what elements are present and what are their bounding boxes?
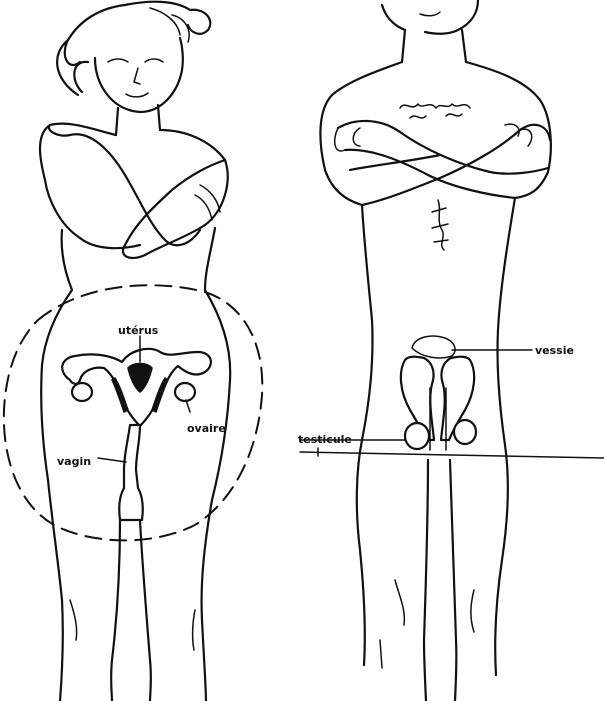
testicle-left: [405, 423, 429, 449]
male-figure: vessie testicule: [298, 0, 604, 701]
male-chin: [382, 0, 478, 34]
male-torso-right: [495, 198, 515, 675]
label-ovary: ovaire: [187, 422, 226, 435]
female-right-eye: [145, 59, 163, 62]
ovary-right: [175, 383, 195, 401]
label-vagina: vagin: [57, 455, 91, 468]
female-mouth: [126, 93, 148, 97]
female-hair-curl: [150, 8, 189, 42]
male-chest-hair: [400, 104, 470, 118]
male-torso-left: [357, 205, 373, 665]
label-bladder: vessie: [535, 344, 574, 357]
male-neck: [402, 30, 466, 62]
bladder: [412, 336, 455, 358]
female-arm-right: [123, 160, 225, 258]
male-fist-left: [335, 128, 360, 151]
female-nose: [134, 68, 140, 84]
female-torso-right: [202, 228, 231, 701]
female-knee-lines: [70, 600, 195, 650]
ovary-leader: [186, 400, 190, 412]
male-arm-lower: [350, 125, 550, 205]
male-knee-lines: [380, 580, 474, 668]
male-mouth: [420, 12, 440, 16]
ovary-left: [72, 383, 92, 401]
testicle-right: [454, 420, 476, 444]
female-face: [95, 38, 183, 112]
female-shoulders: [40, 124, 228, 238]
label-uterus: utérus: [118, 324, 159, 337]
male-inner-legs: [424, 460, 456, 701]
female-figure: utérus ovaire vagin: [4, 2, 262, 701]
horizontal-guide-line: [300, 452, 604, 458]
vagina-leader: [98, 458, 126, 462]
female-inner-legs: [111, 520, 151, 701]
label-testicle: testicule: [298, 433, 352, 446]
vagina-canal: [119, 425, 143, 520]
male-fist-right: [505, 124, 532, 146]
male-belly-hair: [432, 200, 448, 250]
female-left-eye: [108, 59, 128, 62]
